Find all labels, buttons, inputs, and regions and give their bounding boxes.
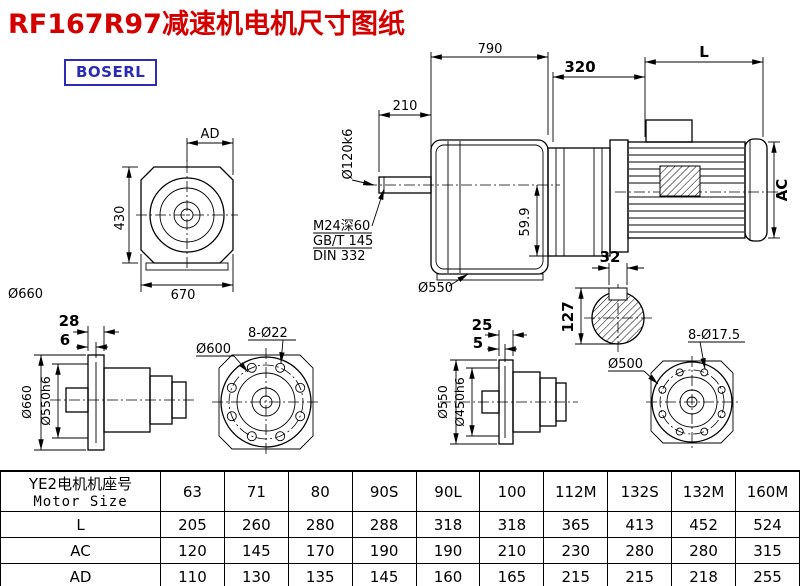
value-cell: 318 xyxy=(479,511,545,538)
gearbox-side-view xyxy=(366,139,629,281)
dim-rear-flange-dia-label: Ø550 xyxy=(418,281,453,296)
dim-key-32-label: 32 xyxy=(600,248,621,266)
dim-670-label: 670 xyxy=(171,288,196,303)
value-cell: 190 xyxy=(351,537,417,564)
frame-column-header: 132M xyxy=(671,470,737,512)
value-cell: 210 xyxy=(479,537,545,564)
motor-dimension-table: YE2电机机座号 Motor Size 63 71 80 90S 90L 100… xyxy=(0,470,800,586)
value-cell: 452 xyxy=(671,511,737,538)
value-cell: 288 xyxy=(351,511,417,538)
value-cell: 145 xyxy=(351,563,417,586)
dim-key-127-label: 127 xyxy=(559,301,577,332)
value-cell: 130 xyxy=(223,563,289,586)
dim-430-label: 430 xyxy=(113,206,128,231)
dim-fl2-25-label: 25 xyxy=(472,316,493,334)
flange1-face-view: Ø600 8-Ø22 xyxy=(196,326,320,456)
value-cell: 255 xyxy=(735,563,800,586)
dim-fl2-5-label: 5 xyxy=(473,334,483,352)
flange1-side-view: 28 6 Ø660 Ø550h6 xyxy=(19,312,196,451)
value-cell: 215 xyxy=(543,563,609,586)
frame-column-header: 160M xyxy=(735,470,800,512)
value-cell: 190 xyxy=(415,537,481,564)
frame-column-header: 100 xyxy=(479,470,545,512)
value-cell: 365 xyxy=(543,511,609,538)
dim-fl1-holes-label: 8-Ø22 xyxy=(248,326,288,341)
table-row-AC: AC 120 145 170 190 190 210 230 280 280 3… xyxy=(0,537,800,564)
value-cell: 170 xyxy=(287,537,353,564)
value-cell: 413 xyxy=(607,511,673,538)
flange2-face-view: Ø500 8-Ø17.5 xyxy=(608,328,745,448)
frame-column-header: 71 xyxy=(223,470,289,512)
table-row-L: L 205 260 280 288 318 318 365 413 452 52… xyxy=(0,511,800,538)
frame-column-header: 80 xyxy=(287,470,353,512)
dim-motor-l-label: L xyxy=(699,43,709,61)
shaft-section-view: 32 127 xyxy=(559,248,652,352)
table-row-AD: AD 110 130 135 145 160 165 215 215 218 2… xyxy=(0,563,800,586)
technical-drawing: AD 430 670 Ø660 xyxy=(8,42,791,456)
dim-fl1-bc-label: Ø600 xyxy=(196,342,231,357)
frame-column-header: 112M xyxy=(543,470,609,512)
dim-fl1-spigot-label: Ø550h6 xyxy=(38,376,53,426)
dim-ac-label: AC xyxy=(773,179,791,202)
frame-column-header: 63 xyxy=(160,470,225,512)
motor-side-view xyxy=(615,119,782,242)
motor-size-header: YE2电机机座号 Motor Size xyxy=(0,470,161,512)
dim-fl2-spigot-label: Ø450h6 xyxy=(452,377,467,427)
dim-tap-std1-label: GB/T 145 xyxy=(313,234,373,249)
brand-logo: BOSERL xyxy=(64,59,158,86)
value-cell: 315 xyxy=(735,537,800,564)
flange2-side-view: 25 5 Ø550 Ø450h6 xyxy=(435,316,578,445)
value-cell: 260 xyxy=(223,511,289,538)
frame-column-header: 90L xyxy=(415,470,481,512)
value-cell: 280 xyxy=(287,511,353,538)
value-cell: 215 xyxy=(607,563,673,586)
value-cell: 135 xyxy=(287,563,353,586)
dim-210-label: 210 xyxy=(393,99,418,114)
dim-front-dia-label: Ø660 xyxy=(8,287,43,302)
side-view-dimensions: 790 210 Ø120k6 320 L AC M24深60 GB/T 145 … xyxy=(313,42,791,296)
dim-tap-std2-label: DIN 332 xyxy=(313,249,366,264)
dim-fl1-28-label: 28 xyxy=(59,312,80,330)
dim-fl1-outer-label: Ø660 xyxy=(19,385,34,419)
value-cell: 160 xyxy=(415,563,481,586)
dim-ad-label: AD xyxy=(201,127,220,142)
dim-790-label: 790 xyxy=(478,42,503,57)
value-cell: 205 xyxy=(160,511,225,538)
dim-fl2-outer-label: Ø550 xyxy=(435,385,450,419)
row-label: L xyxy=(0,511,161,538)
row-label: AD xyxy=(0,563,161,586)
brand-text: BOSERL xyxy=(76,63,146,81)
dim-320-label: 320 xyxy=(564,58,595,76)
dim-59-9-label: 59.9 xyxy=(518,208,533,237)
value-cell: 145 xyxy=(223,537,289,564)
frame-column-header: 90S xyxy=(351,470,417,512)
frame-column-header: 132S xyxy=(607,470,673,512)
front-view: AD 430 670 Ø660 xyxy=(8,127,238,303)
row-label: AC xyxy=(0,537,161,564)
page-title: RF167R97减速机电机尺寸图纸 xyxy=(8,9,405,40)
value-cell: 524 xyxy=(735,511,800,538)
value-cell: 318 xyxy=(415,511,481,538)
motor-size-label-cn: YE2电机机座号 xyxy=(28,475,133,493)
dim-shaft-dia-label: Ø120k6 xyxy=(341,129,356,180)
value-cell: 230 xyxy=(543,537,609,564)
value-cell: 165 xyxy=(479,563,545,586)
dim-fl2-bc-label: Ø500 xyxy=(608,357,643,372)
value-cell: 110 xyxy=(160,563,225,586)
dim-tap-spec-label: M24深60 xyxy=(313,219,370,234)
dim-fl2-holes-label: 8-Ø17.5 xyxy=(688,328,740,343)
table-header-row: YE2电机机座号 Motor Size 63 71 80 90S 90L 100… xyxy=(0,470,800,512)
value-cell: 280 xyxy=(607,537,673,564)
value-cell: 120 xyxy=(160,537,225,564)
value-cell: 218 xyxy=(671,563,737,586)
dim-fl1-6-label: 6 xyxy=(60,331,70,349)
motor-size-label-en: Motor Size xyxy=(33,494,128,510)
value-cell: 280 xyxy=(671,537,737,564)
